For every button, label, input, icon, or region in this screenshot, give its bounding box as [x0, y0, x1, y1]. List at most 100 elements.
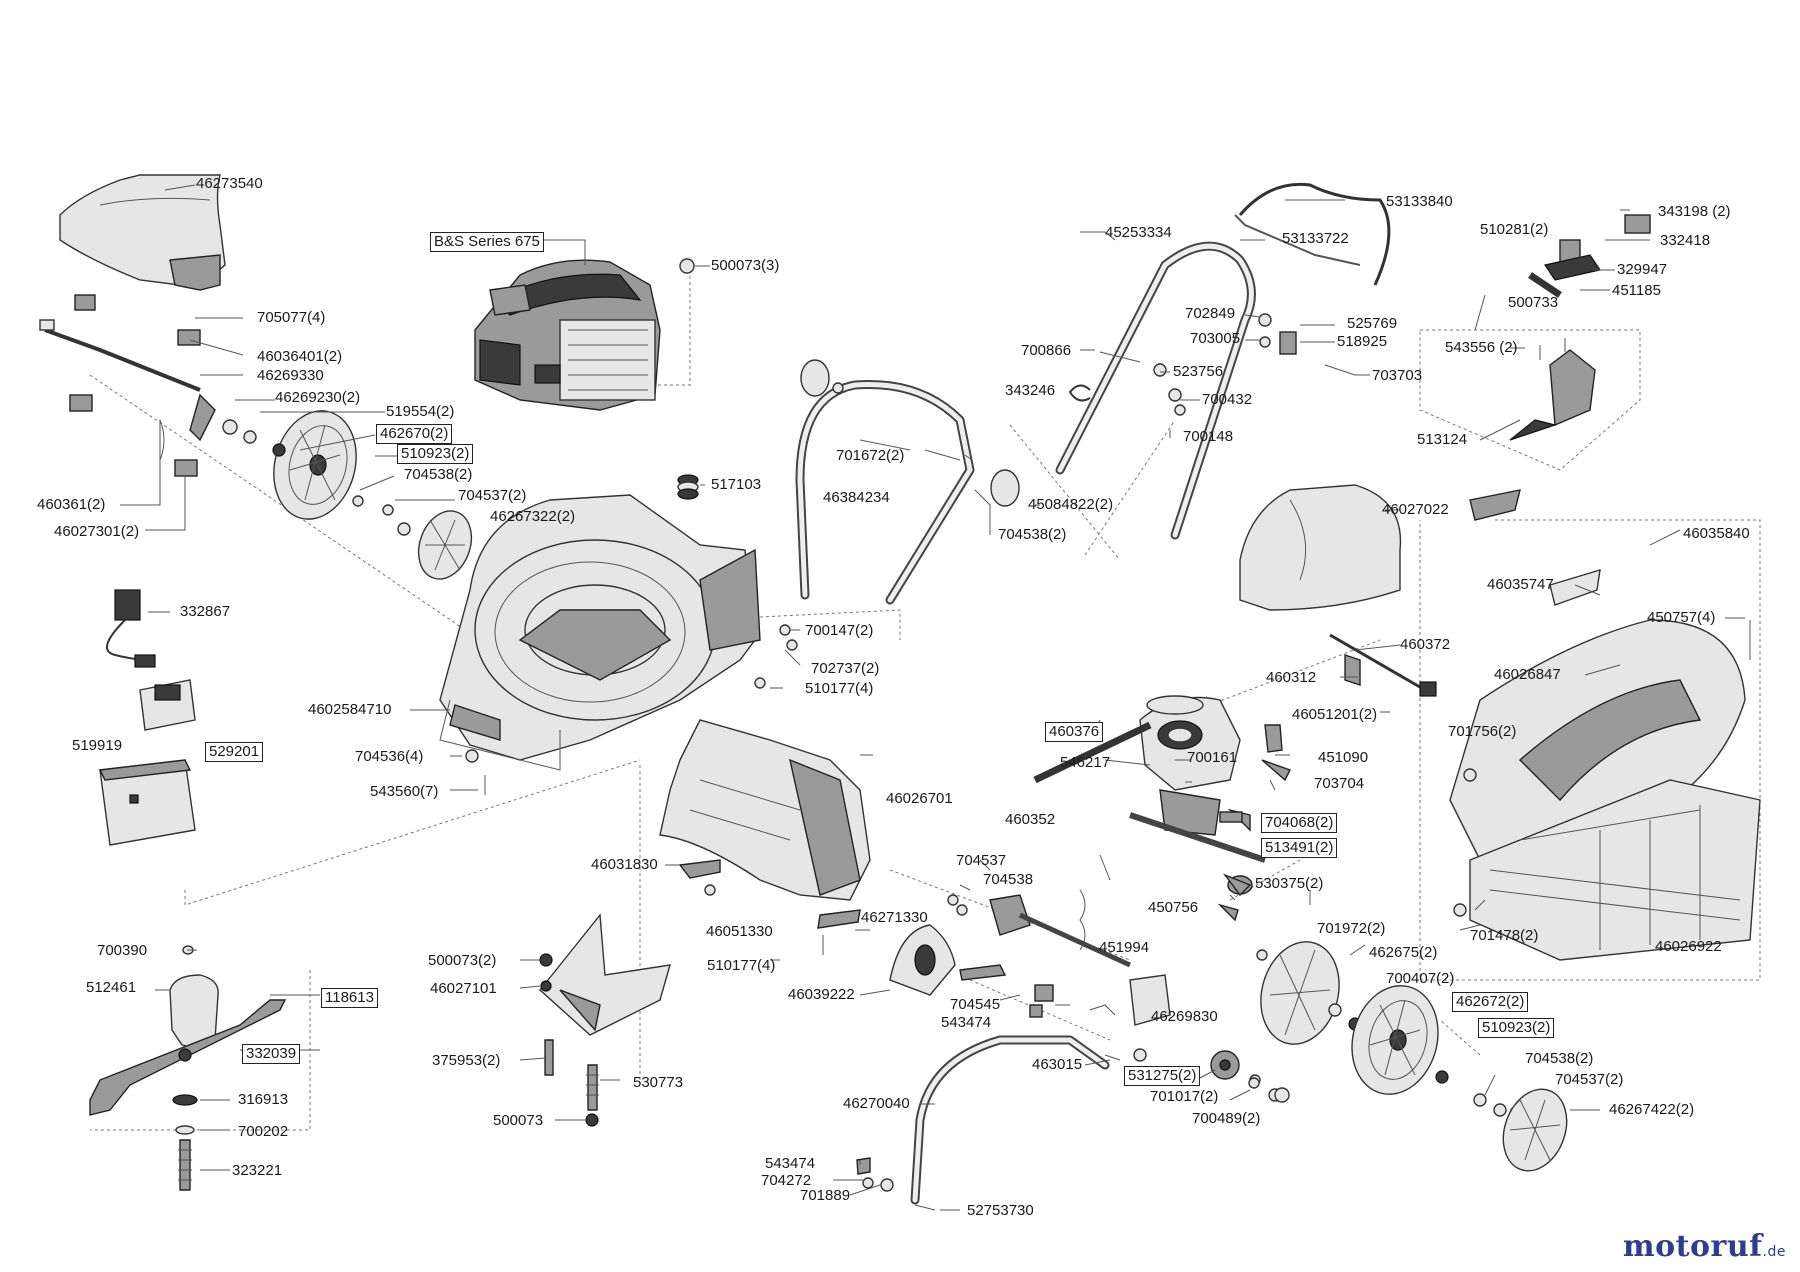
washer-icon: [465, 749, 479, 763]
part-label-463015: 463015: [1032, 1056, 1083, 1073]
part-label-704538-handle: 704538(2): [998, 526, 1067, 543]
part-label-45253334: 45253334: [1105, 224, 1172, 241]
part-label-332418: 332418: [1660, 232, 1711, 249]
part-label-523756: 523756: [1173, 363, 1224, 380]
part-label-703703: 703703: [1372, 367, 1423, 384]
part-label-543474-bottom: 543474: [765, 1155, 816, 1172]
part-label-46267322: 46267322(2): [490, 508, 576, 525]
engine: [474, 259, 661, 411]
part-label-462670: 462670(2): [376, 424, 453, 444]
part-label-451994: 451994: [1099, 939, 1150, 956]
part-label-702849: 702849: [1185, 305, 1236, 322]
part-label-546217: 546217: [1060, 754, 1111, 771]
part-label-518925: 518925: [1337, 333, 1388, 350]
assembly-lines: [89, 270, 1761, 1131]
part-label-46026847: 46026847: [1494, 666, 1561, 683]
part-label-700147: 700147(2): [805, 622, 874, 639]
part-label-46026922: 46026922: [1655, 938, 1722, 955]
spring-part: [677, 474, 699, 500]
part-label-460361: 460361(2): [37, 496, 106, 513]
part-label-510281: 510281(2): [1480, 221, 1549, 238]
upper-handle: [1055, 241, 1256, 540]
blade-assembly: [89, 945, 287, 1191]
part-label-46036401: 46036401(2): [257, 348, 343, 365]
part-label-460352: 460352: [1005, 811, 1056, 828]
rear-wheel-cap-right: [1502, 1088, 1568, 1172]
part-label-375953: 375953(2): [432, 1052, 501, 1069]
part-label-700407: 700407(2): [1386, 970, 1455, 987]
part-label-512461: 512461: [86, 979, 137, 996]
part-label-701756: 701756(2): [1448, 723, 1517, 740]
part-label-703005: 703005: [1190, 330, 1241, 347]
part-label-704068: 704068(2): [1261, 813, 1338, 833]
part-label-700866: 700866: [1021, 342, 1072, 359]
part-label-543560: 543560(7): [370, 783, 439, 800]
part-label-531275: 531275(2): [1124, 1066, 1201, 1086]
part-label-460372: 460372: [1400, 636, 1451, 653]
part-label-700432: 700432: [1202, 391, 1253, 408]
part-label-703704: 703704: [1314, 775, 1365, 792]
drive-belt: [1146, 695, 1204, 715]
part-label-460312: 460312: [1266, 669, 1317, 686]
part-label-46269230: 46269230(2): [275, 389, 361, 406]
part-label-500073-2: 500073(2): [428, 952, 497, 969]
part-label-700390: 700390: [97, 942, 148, 959]
part-label-46035747: 46035747: [1487, 576, 1554, 593]
lower-handle: [795, 359, 1020, 605]
part-label-46269330: 46269330: [257, 367, 324, 384]
battery: [98, 759, 196, 846]
part-label-704545: 704545: [950, 996, 1001, 1013]
part-label-451185: 451185: [1612, 282, 1661, 299]
part-label-46027022: 46027022: [1382, 501, 1449, 518]
part-label-46039222: 46039222: [788, 986, 855, 1003]
part-label-543556: 543556 (2): [1445, 339, 1518, 356]
part-label-46035840: 46035840: [1683, 525, 1750, 542]
part-label-462675: 462675(2): [1369, 944, 1438, 961]
part-label-462672: 462672(2): [1452, 992, 1529, 1012]
part-label-510177-bottom: 510177(4): [707, 957, 776, 974]
part-label-704536: 704536(4): [355, 748, 424, 765]
part-label-4602584710: 4602584710: [308, 701, 392, 718]
part-label-451090: 451090: [1318, 749, 1369, 766]
part-label-329947: 329947: [1617, 261, 1668, 278]
part-label-517103: 517103: [711, 476, 762, 493]
part-label-700148: 700148: [1183, 428, 1234, 445]
front-wheel-cap: [1260, 941, 1340, 1045]
catcher-lid: [1239, 484, 1402, 611]
part-label-513124: 513124: [1417, 431, 1468, 448]
part-label-45084822: 45084822(2): [1028, 496, 1114, 513]
part-label-500073-3: 500073(3): [711, 257, 780, 274]
part-label-46267422: 46267422(2): [1609, 1101, 1695, 1118]
leader-lines: [120, 184, 1745, 1211]
part-label-519554: 519554(2): [386, 403, 455, 420]
part-label-525769: 525769: [1347, 315, 1398, 332]
part-label-52753730: 52753730: [967, 1202, 1034, 1219]
part-label-513491: 513491(2): [1261, 838, 1338, 858]
part-label-53133840: 53133840: [1386, 193, 1453, 210]
drive-gear: [1210, 1050, 1240, 1080]
part-label-500073: 500073: [493, 1112, 544, 1129]
part-label-323221: 323221: [232, 1162, 283, 1179]
part-label-46031830: 46031830: [591, 856, 658, 873]
part-label-704538-left: 704538(2): [404, 466, 473, 483]
part-label-46026701: 46026701: [886, 790, 953, 807]
part-label-530375: 530375(2): [1255, 875, 1324, 892]
part-label-510923-left: 510923(2): [397, 444, 474, 464]
part-label-701672: 701672(2): [836, 447, 905, 464]
part-label-700161: 700161: [1187, 749, 1238, 766]
part-label-46051201: 46051201(2): [1292, 706, 1378, 723]
watermark-logo: motoruf.de: [1623, 1229, 1786, 1264]
part-label-332867: 332867: [180, 603, 231, 620]
part-label-519919: 519919: [72, 737, 123, 754]
part-label-701972: 701972(2): [1317, 920, 1386, 937]
part-label-704538-mid: 704538: [983, 871, 1034, 888]
nut-icon: [679, 258, 695, 274]
part-label-46027301: 46027301(2): [54, 523, 140, 540]
part-label-118613: 118613: [321, 988, 378, 1008]
part-label-704537-left: 704537(2): [458, 487, 527, 504]
part-label-530773: 530773: [633, 1074, 684, 1091]
part-label-343198: 343198 (2): [1658, 203, 1731, 220]
part-label-450757: 450757(4): [1647, 609, 1716, 626]
part-label-510177-top: 510177(4): [805, 680, 874, 697]
